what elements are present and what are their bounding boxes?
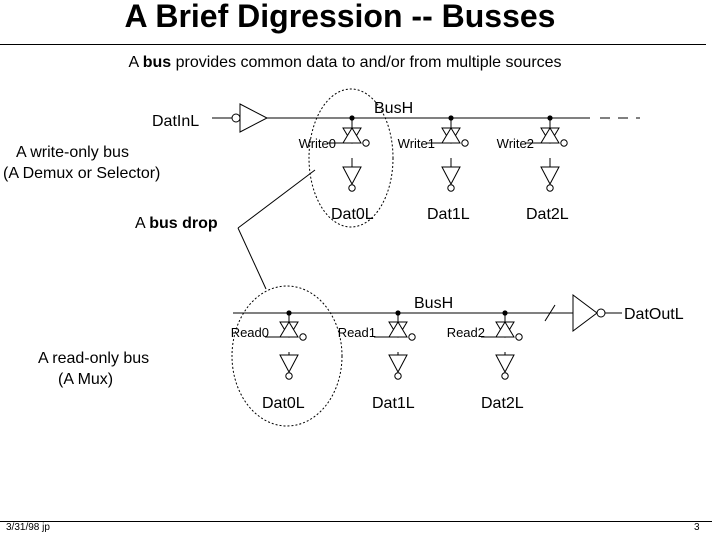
write-enable-label: Write0 <box>299 136 336 151</box>
write-tap-0: Write0 Dat0L <box>299 115 374 223</box>
write-bus-description-line1: A write-only bus <box>16 144 129 161</box>
output-driver-triangle <box>572 294 598 332</box>
bus-drop-pre: A <box>135 215 149 232</box>
write-bus: A write-only bus (A Demux or Selector) D… <box>3 88 640 228</box>
footer-page-number: 3 <box>694 522 700 533</box>
read-tap-1: Read1 Dat1L <box>338 310 416 412</box>
read-tap-0: Read0 Dat0L <box>231 310 307 412</box>
input-buffer-icon <box>495 354 515 380</box>
slide-subtitle: A bus provides common data to and/or fro… <box>0 54 690 72</box>
read-bus-description-line1: A read-only bus <box>38 350 149 367</box>
write-tap-2: Write2 Dat2L <box>497 115 569 223</box>
output-inversion-bubble <box>596 308 606 318</box>
read-input-label: Dat0L <box>262 395 305 412</box>
write-bus-drop-highlight <box>308 88 394 228</box>
write-output-label: Dat2L <box>526 206 569 223</box>
subtitle-pre: A <box>128 54 143 71</box>
read-enable-label: Read0 <box>231 325 269 340</box>
input-driver-triangle <box>239 103 269 133</box>
write-bus-input-label: DatInL <box>152 113 199 130</box>
read-bus-drop-highlight <box>231 285 343 427</box>
subtitle-post: provides common data to and/or from mult… <box>171 54 562 71</box>
read-input-label: Dat2L <box>481 395 524 412</box>
write-bus-description-line2: (A Demux or Selector) <box>3 165 160 182</box>
bus-width-slash <box>544 304 556 322</box>
tristate-buffer-icon <box>480 321 523 341</box>
bus-drop-pointer-lower <box>237 227 267 290</box>
write-output-label: Dat1L <box>427 206 470 223</box>
output-buffer-icon <box>441 166 461 192</box>
tristate-buffer-icon <box>264 321 307 341</box>
footer-date: 3/31/98 jp <box>6 522 50 533</box>
bus-drop-bold: bus drop <box>149 215 218 232</box>
write-bus-label: BusH <box>374 100 413 117</box>
write-enable-label: Write2 <box>497 136 534 151</box>
input-buffer-icon <box>388 354 408 380</box>
title-rule <box>0 44 706 45</box>
read-bus-output-label: DatOutL <box>624 306 684 323</box>
input-buffer-icon <box>279 354 299 380</box>
write-enable-label: Write1 <box>398 136 435 151</box>
read-tap-2: Read2 Dat2L <box>447 310 524 412</box>
output-buffer-icon <box>342 166 362 192</box>
read-input-label: Dat1L <box>372 395 415 412</box>
bus-drop-pointer-upper <box>237 169 316 229</box>
bus-drop-label: A bus drop <box>135 215 218 232</box>
tristate-buffer-icon <box>373 321 416 341</box>
read-bus: A read-only bus (A Mux) BusH DatOutL Rea… <box>38 285 684 427</box>
read-enable-label: Read2 <box>447 325 485 340</box>
write-tap-1: Write1 Dat1L <box>398 115 470 223</box>
input-inversion-bubble <box>231 113 241 123</box>
subtitle-bold: bus <box>142 54 172 71</box>
write-output-label: Dat0L <box>331 206 374 223</box>
read-bus-label: BusH <box>414 295 453 312</box>
footer-rule <box>0 521 712 522</box>
read-enable-label: Read1 <box>338 325 376 340</box>
slide-title: A Brief Digression -- Busses <box>124 0 556 34</box>
bus-drop-callout: A bus drop <box>135 169 316 290</box>
output-buffer-icon <box>540 166 560 192</box>
read-bus-description-line2: (A Mux) <box>58 371 113 388</box>
